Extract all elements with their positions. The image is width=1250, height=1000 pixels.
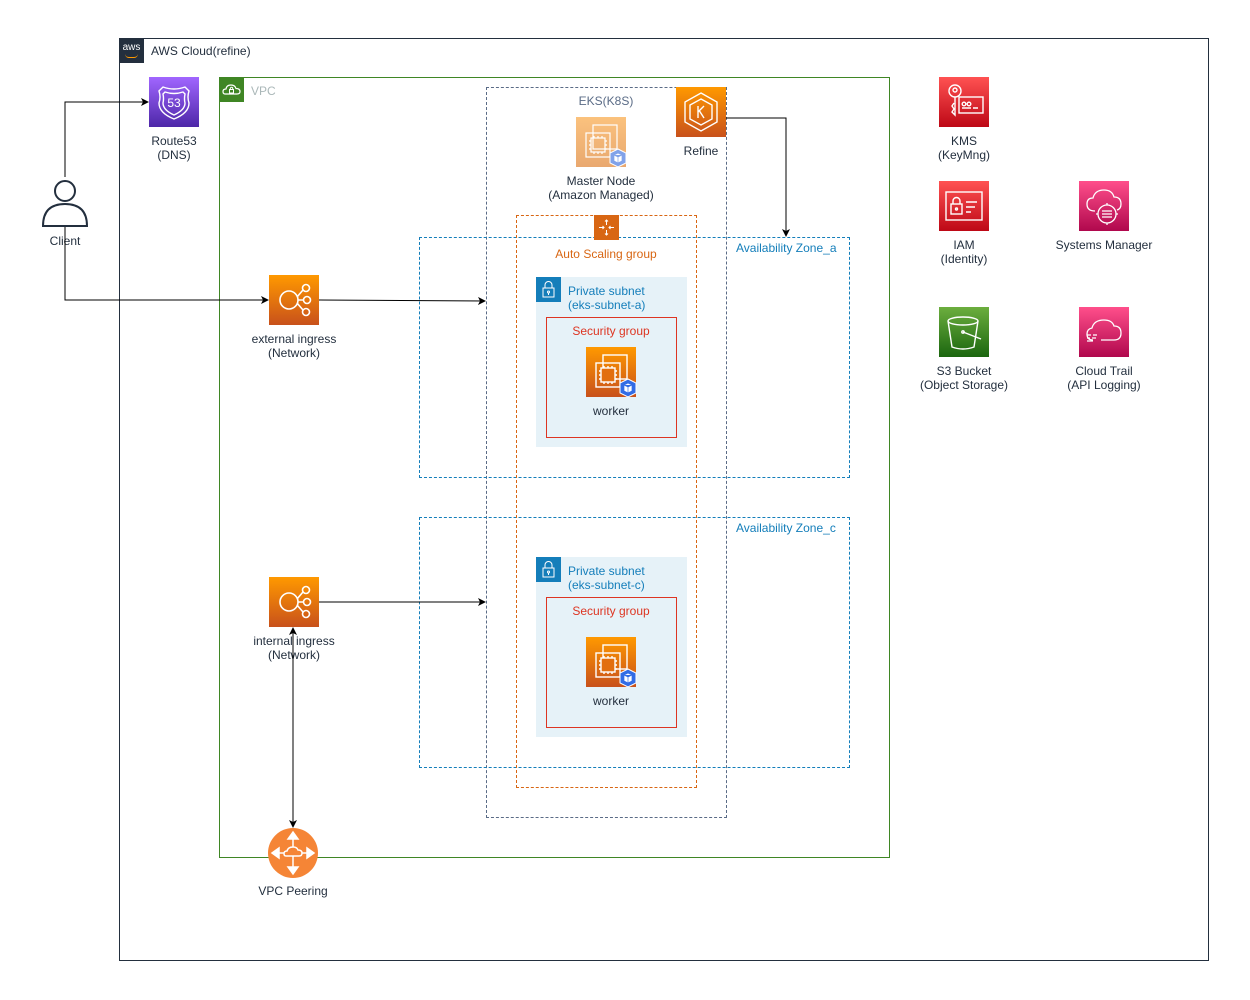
vpc-cloud-lock-icon [219, 77, 244, 102]
s3-line2: (Object Storage) [919, 378, 1009, 392]
external-ingress-label: external ingress (Network) [252, 332, 337, 360]
svg-text:53: 53 [167, 96, 181, 110]
security-group-c-title: Security group [572, 604, 650, 618]
internal-ingress-label: internal ingress (Network) [253, 634, 334, 662]
vpc-peering-icon[interactable] [268, 828, 318, 878]
subnet-a-line1: Private subnet [568, 284, 645, 298]
aws-logo-icon: aws [119, 38, 144, 63]
availability-zone-c-title: Availability Zone_c [736, 521, 836, 535]
master-node-line1: Master Node [566, 174, 636, 188]
subnet-a-title: Private subnet (eks-subnet-a) [568, 284, 645, 312]
cloudtrail-icon[interactable] [1079, 307, 1129, 357]
vpc-group[interactable] [219, 77, 890, 858]
worker-c-label: worker [592, 694, 630, 708]
internal-ingress-elb-icon[interactable] [269, 577, 319, 627]
aws-cloud-title: AWS Cloud(refine) [151, 44, 251, 58]
kms-line2: (KeyMng) [937, 148, 991, 162]
security-group-a-title: Security group [572, 324, 650, 338]
worker-a-label: worker [592, 404, 630, 418]
availability-zone-a-title: Availability Zone_a [736, 241, 837, 255]
vpc-title: VPC [251, 84, 276, 98]
iam-line1: IAM [953, 238, 975, 252]
iam-line2: (Identity) [940, 252, 988, 266]
subnet-c-line1: Private subnet [568, 564, 645, 578]
external-ingress-line1: external ingress [251, 332, 337, 346]
iam-label: IAM (Identity) [941, 238, 988, 266]
subnet-lock-icon [536, 557, 561, 582]
s3-line1: S3 Bucket [936, 364, 992, 378]
kms-line1: KMS [950, 134, 978, 148]
client-user-icon[interactable] [40, 177, 90, 227]
subnet-c-title: Private subnet (eks-subnet-c) [568, 564, 645, 592]
cloudtrail-label: Cloud Trail (API Logging) [1067, 364, 1140, 392]
availability-zone-a[interactable] [419, 237, 850, 478]
master-node-ec2-icon[interactable] [576, 117, 627, 168]
route53-line2: (DNS) [157, 148, 191, 162]
systems-manager-icon[interactable] [1079, 181, 1129, 231]
route53-label: Route53 (DNS) [151, 134, 196, 162]
security-group-a[interactable] [546, 317, 677, 438]
refine-eks-icon[interactable] [676, 87, 726, 137]
route53-line1: Route53 [151, 134, 197, 148]
s3-label: S3 Bucket (Object Storage) [920, 364, 1008, 392]
vpc-peering-label: VPC Peering [258, 884, 328, 898]
eks-group[interactable] [486, 87, 727, 818]
aws-logo-text: aws [122, 42, 141, 53]
aws-cloud-group[interactable] [119, 38, 1209, 961]
security-group-c[interactable] [546, 597, 677, 728]
eks-title: EKS(K8S) [578, 94, 634, 108]
systems-manager-label: Systems Manager [1055, 238, 1153, 252]
auto-scaling-title: Auto Scaling group [555, 247, 657, 261]
master-node-line2: (Amazon Managed) [548, 188, 654, 202]
external-ingress-line2: (Network) [267, 346, 320, 360]
kms-label: KMS (KeyMng) [938, 134, 990, 162]
refine-label: Refine [683, 144, 719, 158]
external-ingress-elb-icon[interactable] [269, 275, 319, 325]
subnet-a-line2: (eks-subnet-a) [568, 298, 646, 312]
cloudtrail-line1: Cloud Trail [1075, 364, 1133, 378]
iam-icon[interactable] [939, 181, 989, 231]
s3-bucket-icon[interactable] [939, 307, 989, 357]
master-node-label: Master Node (Amazon Managed) [548, 174, 653, 202]
internal-ingress-line2: (Network) [267, 648, 320, 662]
availability-zone-c[interactable] [419, 517, 850, 768]
cloudtrail-line2: (API Logging) [1067, 378, 1141, 392]
route53-icon[interactable]: 53 [149, 77, 199, 127]
subnet-lock-icon [536, 277, 561, 302]
kms-icon[interactable] [939, 77, 989, 127]
worker-c-ec2-icon[interactable] [586, 637, 637, 688]
worker-a-ec2-icon[interactable] [586, 347, 637, 398]
auto-scaling-icon [594, 215, 619, 240]
internal-ingress-line1: internal ingress [253, 634, 335, 648]
client-label: Client [49, 234, 81, 248]
subnet-c-line2: (eks-subnet-c) [568, 578, 645, 592]
